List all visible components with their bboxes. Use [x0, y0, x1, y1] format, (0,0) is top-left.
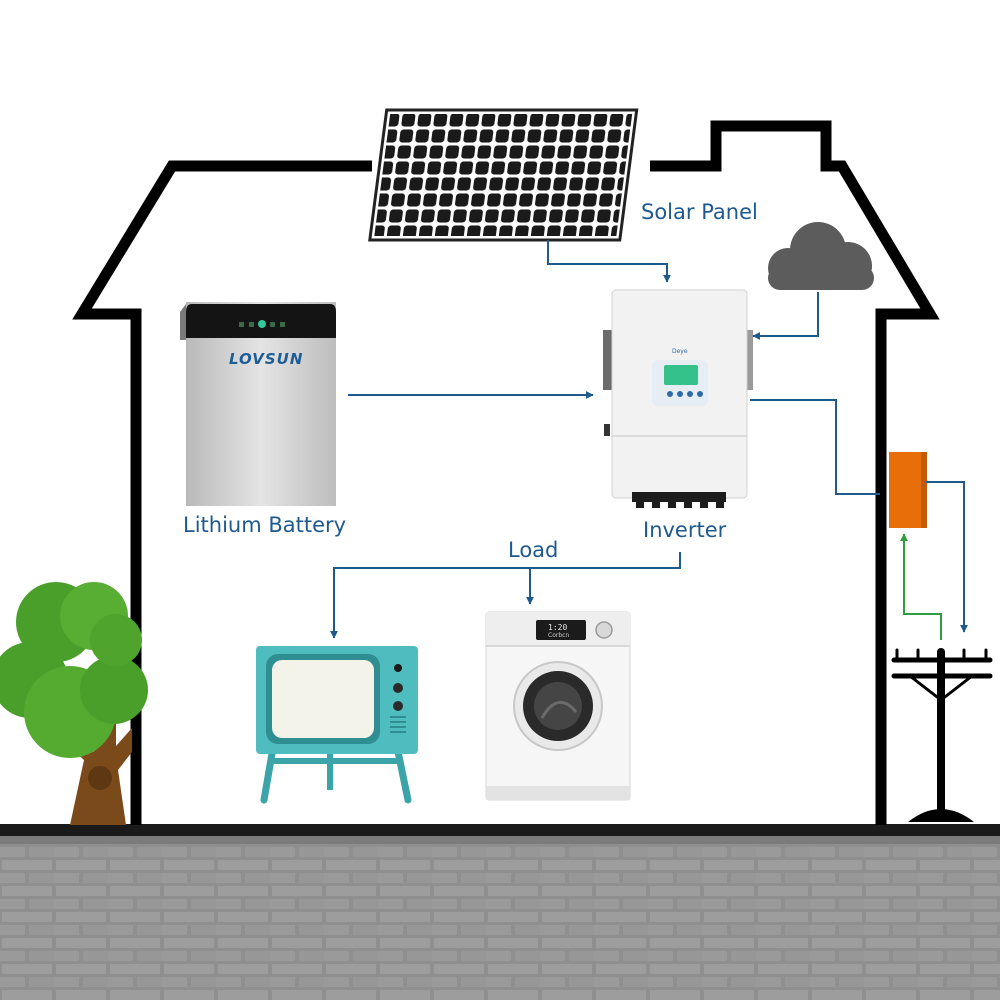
inverter-label: Inverter [643, 518, 727, 542]
solar-panel-label: Solar Panel [641, 200, 758, 224]
lithium-battery-label: Lithium Battery [183, 513, 347, 537]
lithium-battery [180, 302, 336, 506]
washing-machine [485, 611, 631, 801]
meter-box [889, 452, 927, 528]
inverter-device [603, 289, 753, 508]
solar-panel [368, 108, 639, 242]
inverter-to-meter-line [750, 399, 880, 495]
meter-to-pole-line [926, 481, 968, 633]
flow-lines [330, 240, 968, 639]
washer-display-time: 1:20 [548, 623, 568, 632]
cloud-icon [768, 222, 874, 290]
battery-brand-logo: LOVSUN [229, 350, 304, 368]
solar-to-inverter-line [547, 240, 671, 283]
pole-to-meter-line [900, 533, 942, 640]
washer-brand: Corbcn [548, 632, 570, 639]
utility-pole [891, 648, 993, 822]
cloud-to-inverter-line [752, 292, 819, 340]
house-outline [72, 120, 940, 825]
inverter-to-load-line [330, 552, 681, 639]
television [256, 646, 418, 804]
brick-wall [0, 824, 1000, 1000]
inverter-brand-logo: Deye [672, 348, 688, 355]
tree [0, 582, 148, 825]
load-label: Load [508, 538, 559, 562]
